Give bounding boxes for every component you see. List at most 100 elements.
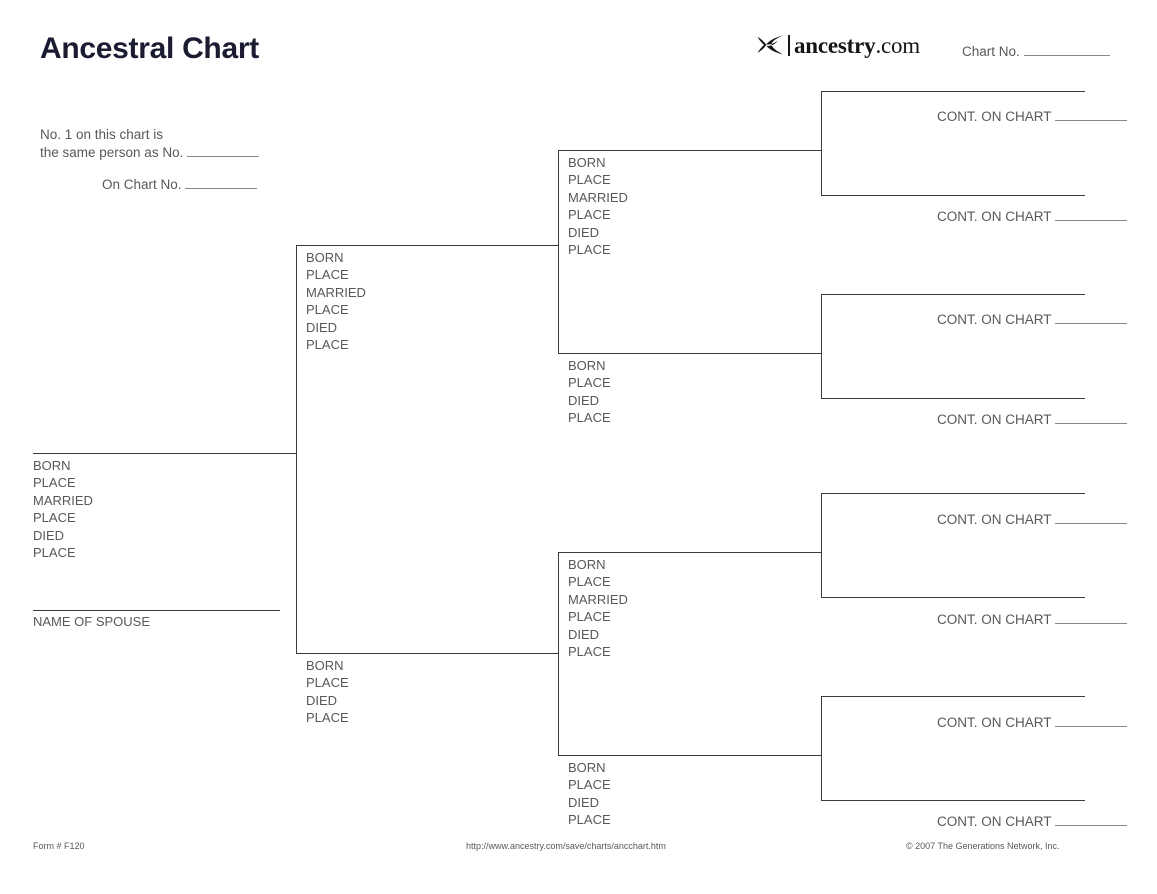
gen4-person12-name-line[interactable]: [821, 493, 1085, 494]
gen1-field-place3: PLACE: [33, 544, 76, 560]
gen1-fields: BORN PLACE MARRIED PLACE DIED PLACE: [33, 457, 93, 561]
gen3-person7-field-died: DIED: [568, 794, 600, 810]
gen1-field-died: DIED: [33, 527, 65, 543]
gen3-person7-name-line[interactable]: [558, 755, 820, 756]
chart-number-field[interactable]: Chart No.: [962, 44, 1110, 59]
chart-number-blank[interactable]: [1023, 44, 1110, 56]
gen3-person5-field-place1: PLACE: [568, 375, 611, 391]
gen4-person13-cont[interactable]: CONT. ON CHART: [937, 612, 1128, 627]
gen2-mother-field-born: BORN: [306, 658, 344, 673]
gen3-person6-field-married: MARRIED: [568, 591, 628, 607]
gen4-person15-cont-blank[interactable]: [1055, 814, 1128, 826]
gen4-person13-name-line[interactable]: [821, 597, 1085, 598]
gen4-person11-cont-blank[interactable]: [1055, 412, 1128, 424]
gen2-father-name-line[interactable]: [296, 245, 558, 246]
gen3-person6-field-place3: PLACE: [568, 643, 611, 659]
gen3-person6-name-line[interactable]: [558, 552, 820, 553]
gen4-person10-name-line[interactable]: [821, 294, 1085, 295]
gen3-person7-to-gen4-stub: [804, 755, 821, 756]
gen2-father-field-place1: PLACE: [306, 267, 349, 283]
gen2-mother-to-gen3-stub: [542, 653, 559, 654]
gen3-person4-fields: BORN PLACE MARRIED PLACE DIED PLACE: [568, 154, 628, 258]
gen2-father-field-born: BORN: [306, 250, 344, 265]
gen3-person6-to-gen4-stub: [804, 552, 821, 553]
gen2-mother-field-died: DIED: [306, 692, 338, 708]
note-line-2-wrap[interactable]: the same person as No.: [40, 144, 260, 162]
gen3-person4-field-place2: PLACE: [568, 207, 611, 223]
gen4-person11-cont-label: CONT. ON CHART: [937, 412, 1052, 427]
gen4-person8-name-line[interactable]: [821, 91, 1085, 92]
on-chart-number-blank[interactable]: [185, 177, 258, 189]
gen4-person11-name-line[interactable]: [821, 398, 1085, 399]
gen4-person9-cont-blank[interactable]: [1055, 209, 1128, 221]
gen3-person6-field-died: DIED: [568, 626, 600, 642]
gen4-groupD-vertical: [821, 696, 822, 800]
logo-word-tld: .com: [875, 32, 920, 58]
gen4-person8-cont-label: CONT. ON CHART: [937, 109, 1052, 124]
gen4-person12-cont-label: CONT. ON CHART: [937, 512, 1052, 527]
gen4-person9-cont[interactable]: CONT. ON CHART: [937, 209, 1128, 224]
gen1-name-line[interactable]: [33, 453, 280, 454]
gen3-person5-field-place2: PLACE: [568, 410, 611, 426]
gen4-person13-cont-blank[interactable]: [1055, 612, 1128, 624]
gen4-groupA-vertical: [821, 91, 822, 195]
gen2-father-field-place3: PLACE: [306, 336, 349, 352]
gen4-person12-cont[interactable]: CONT. ON CHART: [937, 512, 1128, 527]
gen3-person4-field-place3: PLACE: [568, 241, 611, 257]
gen3-person5-to-gen4-stub: [804, 353, 821, 354]
gen3-person5-name-line[interactable]: [558, 353, 820, 354]
gen3-person7-field-born: BORN: [568, 760, 606, 775]
gen2-mother-field-place2: PLACE: [306, 710, 349, 726]
page-title: Ancestral Chart: [40, 32, 259, 65]
gen3-person5-field-died: DIED: [568, 392, 600, 408]
gen3-person4-field-died: DIED: [568, 224, 600, 240]
gen4-person15-cont[interactable]: CONT. ON CHART: [937, 814, 1128, 829]
gen4-person9-name-line[interactable]: [821, 195, 1085, 196]
gen1-field-born: BORN: [33, 458, 71, 473]
gen2-father-field-married: MARRIED: [306, 284, 366, 300]
logo-wordmark: ancestry.com: [794, 34, 920, 57]
note-line-1: No. 1 on this chart is: [40, 127, 164, 142]
note-line-3: On Chart No.: [102, 177, 182, 192]
gen4-person10-cont-label: CONT. ON CHART: [937, 312, 1052, 327]
gen2-father-to-gen3-stub: [542, 245, 559, 246]
gen4-person14-cont[interactable]: CONT. ON CHART: [937, 715, 1128, 730]
gen4-person10-cont[interactable]: CONT. ON CHART: [937, 312, 1128, 327]
gen1-spouse-label: NAME OF SPOUSE: [33, 614, 151, 629]
ancestry-logo: ancestry.com: [757, 32, 920, 58]
gen2-father-fields: BORN PLACE MARRIED PLACE DIED PLACE: [306, 249, 366, 353]
gen3-person4-name-line[interactable]: [558, 150, 820, 151]
gen4-person10-cont-blank[interactable]: [1055, 312, 1128, 324]
gen2-mother-fields: BORN PLACE DIED PLACE: [306, 657, 349, 727]
gen4-person15-name-line[interactable]: [821, 800, 1085, 801]
gen2-father-field-place2: PLACE: [306, 302, 349, 318]
gen3-upper-bracket-vertical: [558, 150, 559, 353]
gen3-person6-field-place2: PLACE: [568, 609, 611, 625]
logo-divider-bar: [788, 34, 790, 56]
gen4-person8-cont[interactable]: CONT. ON CHART: [937, 109, 1128, 124]
gen4-person14-name-line[interactable]: [821, 696, 1085, 697]
gen3-person7-field-place1: PLACE: [568, 777, 611, 793]
footer-url: http://www.ancestry.com/save/charts/ancc…: [466, 841, 666, 851]
gen2-mother-name-line[interactable]: [296, 653, 558, 654]
gen3-person7-field-place2: PLACE: [568, 812, 611, 828]
gen1-spouse-line[interactable]: [33, 610, 280, 611]
gen4-person8-cont-blank[interactable]: [1055, 109, 1128, 121]
gen1-to-gen2-stub: [280, 453, 297, 454]
gen2-father-field-died: DIED: [306, 319, 338, 335]
same-person-number-blank[interactable]: [187, 145, 260, 157]
gen4-person11-cont[interactable]: CONT. ON CHART: [937, 412, 1128, 427]
gen4-person15-cont-label: CONT. ON CHART: [937, 814, 1052, 829]
gen4-person14-cont-blank[interactable]: [1055, 715, 1128, 727]
footer-form-number: Form # F120: [33, 841, 85, 851]
gen3-person4-field-married: MARRIED: [568, 189, 628, 205]
note-line-3-wrap[interactable]: On Chart No.: [40, 176, 259, 194]
gen3-person6-fields: BORN PLACE MARRIED PLACE DIED PLACE: [568, 556, 628, 660]
gen3-person4-field-place1: PLACE: [568, 172, 611, 188]
gen4-person12-cont-blank[interactable]: [1055, 512, 1128, 524]
gen4-person14-cont-label: CONT. ON CHART: [937, 715, 1052, 730]
gen1-field-married: MARRIED: [33, 492, 93, 508]
gen3-person6-field-place1: PLACE: [568, 574, 611, 590]
logo-word-main: ancestry: [794, 32, 876, 58]
